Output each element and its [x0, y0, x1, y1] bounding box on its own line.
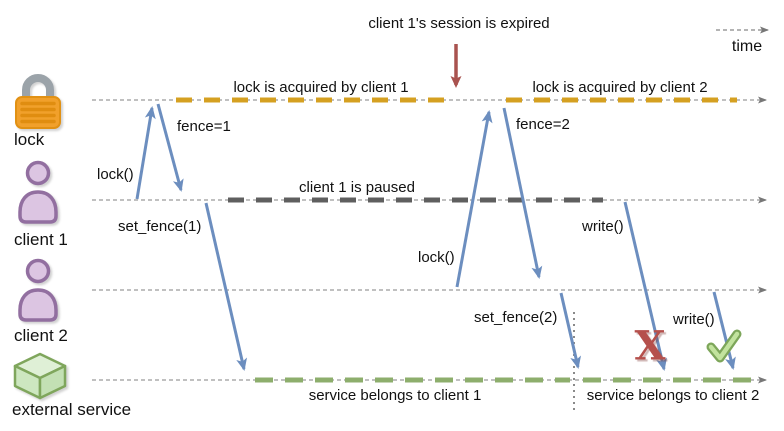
lock1-arrow	[135, 106, 156, 200]
lock2-arrow	[455, 110, 493, 288]
service-belongs-client2-label: service belongs to client 2	[586, 387, 760, 404]
actor-label-client1: client 1	[14, 230, 68, 249]
service-belongs-client1-label: service belongs to client 1	[308, 387, 482, 404]
fence2-arrow	[502, 107, 543, 279]
write1-message-label: write()	[582, 218, 624, 235]
client2-person-icon	[18, 258, 58, 322]
lock-acquired-client2-label: lock is acquired by client 2	[532, 79, 708, 96]
actor-label-client2: client 2	[14, 326, 68, 345]
actor-label-external-service: external service	[12, 400, 132, 419]
write2-arrow	[712, 291, 736, 370]
external-service-cube-icon	[13, 352, 67, 400]
padlock-icon	[15, 74, 61, 129]
lock-acquired-client1-label: lock is acquired by client 1	[233, 79, 409, 96]
client1-person-icon	[18, 160, 58, 224]
time-axis-label: time	[731, 38, 763, 55]
write2-message-label: write()	[673, 311, 715, 328]
fence1-message-label: fence=1	[177, 118, 231, 135]
lock1-message-label: lock()	[97, 166, 134, 183]
fence2-message-label: fence=2	[516, 116, 570, 133]
session-expired-annotation: client 1's session is expired	[368, 15, 550, 32]
client1-paused-label: client 1 is paused	[299, 179, 415, 196]
set-fence2-message-label: set_fence(2)	[474, 309, 558, 326]
set-fence1-message-label: set_fence(1)	[118, 218, 202, 235]
success-check-icon	[706, 329, 742, 363]
actor-label-lock: lock	[14, 130, 45, 149]
fail-x-icon: X	[634, 322, 666, 370]
set-fence2-arrow	[559, 292, 582, 369]
write1-arrow	[623, 201, 667, 371]
lock2-message-label: lock()	[418, 249, 455, 266]
fence1-arrow	[156, 103, 184, 192]
set-fence1-arrow	[204, 202, 248, 371]
